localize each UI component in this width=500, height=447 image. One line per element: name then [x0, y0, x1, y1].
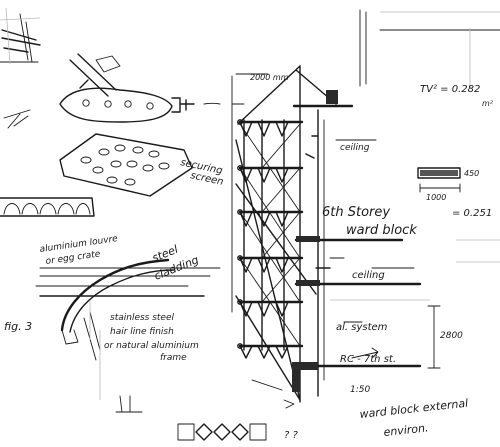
node-floor-1 — [237, 119, 304, 137]
note-dim-450: 450 — [464, 169, 479, 178]
louvre-blade-detail — [3, 53, 245, 129]
note-scale: 1:50 — [350, 385, 370, 395]
note-fig-no: fig. 3 — [4, 320, 32, 333]
note-m2: m² — [482, 99, 494, 108]
note-stainless-4: frame — [160, 353, 187, 363]
right-annotations — [330, 9, 500, 369]
note-stainless-3: or natural aluminium — [104, 341, 199, 351]
note-6th-storey: 6th Storey — [322, 205, 390, 220]
note-dim-top: 2000 mm — [250, 73, 289, 82]
note-al-system: al. system — [336, 322, 388, 333]
note-ratio: = 0.251 — [452, 208, 492, 219]
note-question-marks: ? ? — [284, 430, 298, 441]
note-ceiling-1: ceiling — [340, 143, 370, 153]
note-ceiling-2: ceiling — [352, 270, 385, 281]
note-ward-block-ext-1: ward block external — [359, 397, 469, 421]
note-tv-formula: TV² = 0.282 — [420, 84, 480, 95]
note-stainless-1: stainless steel — [110, 313, 175, 323]
facade-section — [231, 65, 422, 409]
node-floor-5 — [237, 299, 304, 317]
note-ward-block-ext-2: environ. — [383, 421, 429, 439]
node-floor-6 — [237, 343, 304, 359]
note-rc-slab: RC - 7th st. — [340, 354, 396, 365]
diamond-pattern — [177, 423, 267, 441]
note-stainless-2: hair line finish — [110, 327, 174, 337]
corrugated-strip — [0, 197, 95, 217]
perforated-panel — [59, 133, 193, 197]
top-left-node-detail — [0, 7, 41, 65]
note-dim-1000: 1000 — [426, 193, 446, 202]
cladding-profile-detail — [35, 258, 221, 413]
note-dim-2800: 2800 — [440, 331, 463, 341]
note-ward-block: ward block — [346, 223, 417, 238]
